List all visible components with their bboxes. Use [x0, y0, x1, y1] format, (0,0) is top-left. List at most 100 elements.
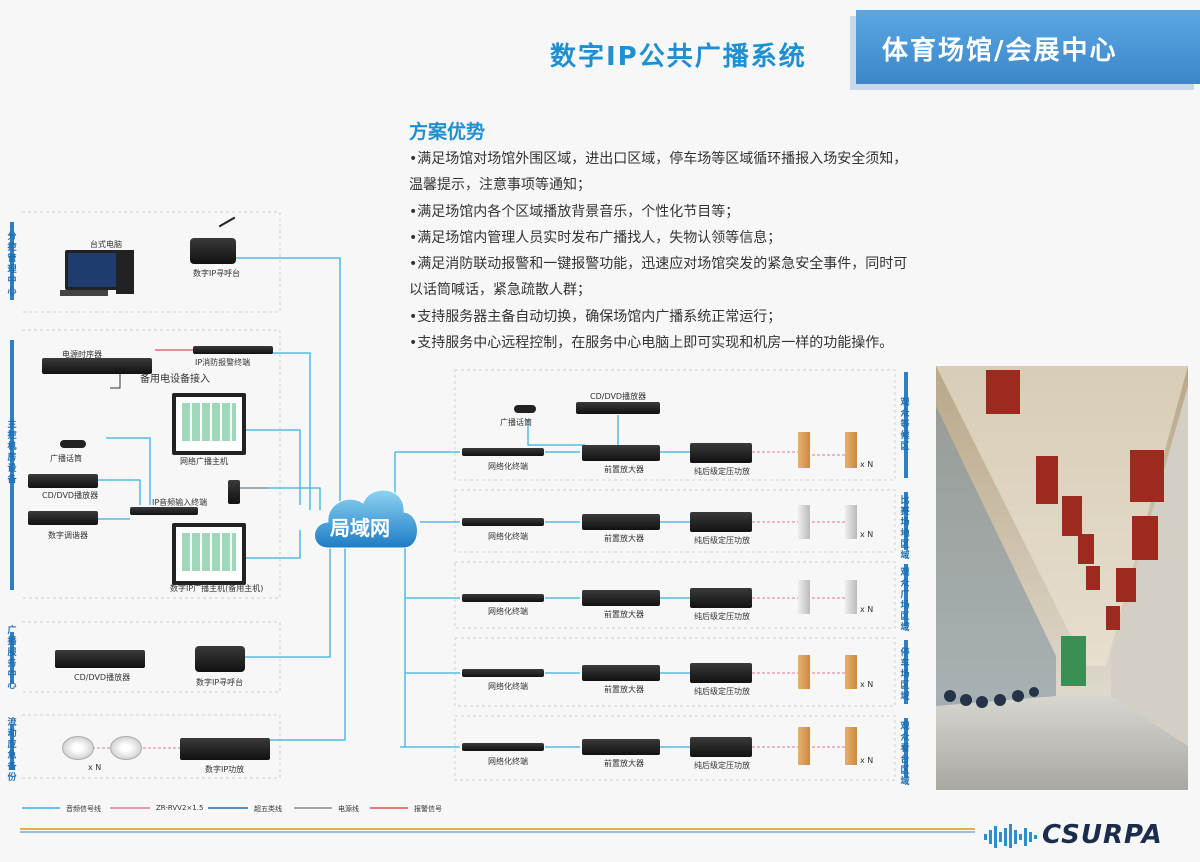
column-speaker-icon: [845, 432, 857, 468]
power-amp-icon: [690, 737, 752, 757]
column-speaker-icon: [845, 505, 857, 539]
venue-photo: [936, 366, 1188, 790]
dvd-player-icon: [28, 474, 98, 488]
ip-audio-in-label: IP音频输入终端: [152, 498, 208, 507]
ceiling-speaker-icon: [62, 736, 94, 760]
column-speaker-icon: [798, 505, 810, 539]
cloud-shape: [314, 489, 418, 549]
speaker-count: x N: [860, 530, 874, 539]
advantage-line: •满足场馆对场馆外围区域，进出口区域，停车场等区域循环播报入场安全须知，: [409, 151, 908, 167]
preamp-label: 前置放大器: [604, 759, 644, 768]
group-label-service: 广播服务中心: [7, 626, 17, 691]
preamp-label: 前置放大器: [604, 465, 644, 474]
zone-mic-label: 广播话筒: [500, 418, 532, 427]
ip-paging-label: 数字IP寻呼台: [193, 269, 241, 278]
power-sequencer-icon: [42, 358, 152, 374]
preamp-icon: [582, 514, 660, 530]
power-amp-label: 纯后级定压功放: [694, 612, 750, 621]
desktop-pc-label: 台式电脑: [90, 240, 122, 249]
advantage-line: •支持服务器主备自动切换，确保场馆内广播系统正常运行；: [409, 308, 782, 325]
scene-title: 体育场馆/会展中心: [882, 36, 1118, 66]
system-title: 数字IP公共广播系统: [550, 42, 807, 72]
paging-console-icon: [190, 238, 236, 264]
legend-alarm: 报警信号: [414, 805, 442, 813]
ip-audio-input-icon: [130, 507, 198, 515]
legend-cable: ZR-RVV2×1.5: [156, 804, 204, 812]
legend-audio: 音频信号线: [66, 805, 101, 813]
fire-terminal-icon: [193, 346, 273, 354]
legend-cat5: 超五类线: [254, 805, 282, 813]
speaker-count: x N: [860, 605, 874, 614]
speaker-count: x N: [860, 756, 874, 765]
preamp-icon: [582, 665, 660, 681]
power-amp-icon: [690, 663, 752, 683]
preamp-icon: [582, 739, 660, 755]
lan-cloud-icon: 局域网: [308, 478, 423, 560]
backup-host-label: 数字IP广播主机(备用主机): [170, 584, 264, 593]
photo-illustration: [936, 366, 1188, 790]
power-amp-label: 纯后级定压功放: [694, 687, 750, 696]
speaker-count-label: x N: [88, 763, 102, 772]
preamp-icon: [582, 590, 660, 606]
lan-label: 局域网: [330, 516, 390, 540]
preamp-label: 前置放大器: [604, 610, 644, 619]
preamp-label: 前置放大器: [604, 685, 644, 694]
brand-logo: CSURPA: [984, 818, 1194, 852]
net-terminal-label: 网络化终端: [488, 757, 528, 766]
dvd-player-icon: [576, 402, 660, 414]
ceiling-speaker-icon: [110, 736, 142, 760]
advantage-line: •支持服务中心远程控制，在服务中心电脑上即可实现和机房一样的功能操作。: [409, 335, 894, 352]
ip-amp-label: 数字IP功放: [205, 765, 245, 774]
net-terminal-label: 网络化终端: [488, 462, 528, 471]
backup-host-icon: [172, 523, 246, 585]
main-host-label: 网络广播主机: [180, 457, 228, 466]
zone-dvd-label: CD/DVD播放器: [590, 392, 647, 401]
preamp-label: 前置放大器: [604, 534, 644, 543]
net-terminal-icon: [462, 518, 544, 526]
fire-terminal-label: IP消防报警终端: [195, 358, 251, 367]
column-speaker-icon: [845, 655, 857, 689]
dvd-label-1: CD/DVD播放器: [42, 491, 99, 500]
ip-amplifier-icon: [180, 738, 270, 760]
zone-label-field: 比赛场地区域: [900, 496, 910, 561]
column-speaker-icon: [798, 727, 810, 765]
dvd-label-2: CD/DVD播放器: [74, 673, 131, 682]
tuner-icon: [28, 511, 98, 525]
main-host-icon: [172, 393, 246, 455]
microphone-icon: [60, 440, 86, 448]
legend-power: 电源线: [338, 805, 359, 813]
column-speaker-icon: [798, 580, 810, 614]
power-amp-label: 纯后级定压功放: [694, 761, 750, 770]
alarm-box-icon: [228, 480, 240, 504]
pc-tower-icon: [116, 250, 134, 294]
group-label-branch: 分控管理中心: [7, 232, 17, 297]
group-label-main-room: 主控机房设备: [7, 420, 17, 485]
power-seq-label: 电源时序器: [62, 350, 102, 359]
advantages-list: •满足场馆对场馆外围区域，进出口区域，停车场等区域循环播报入场安全须知， 温馨提…: [409, 146, 969, 356]
preamp-icon: [582, 445, 660, 461]
power-amp-icon: [690, 512, 752, 532]
net-terminal-icon: [462, 594, 544, 602]
advantage-line: 以话筒喊话，紧急疏散人群；: [409, 282, 591, 299]
net-terminal-icon: [462, 669, 544, 677]
advantage-line: 温馨提示，注意事项等通知；: [409, 177, 591, 194]
column-speaker-icon: [798, 432, 810, 468]
speaker-count: x N: [860, 680, 874, 689]
keyboard-icon: [60, 290, 108, 296]
monitor-icon: [65, 250, 119, 290]
soundwave-icon: [984, 824, 1037, 848]
power-amp-label: 纯后级定压功放: [694, 467, 750, 476]
column-speaker-icon: [845, 580, 857, 614]
advantages-heading: 方案优势: [409, 121, 486, 143]
group-label-mobile: 流动应急备份: [7, 718, 17, 783]
column-speaker-icon: [845, 727, 857, 765]
advantage-line: •满足场馆内管理人员实时发布广播找人，失物认领等信息；: [409, 229, 782, 246]
net-terminal-label: 网络化终端: [488, 532, 528, 541]
advantage-line: •满足消防联动报警和一键报警功能，迅速应对场馆突发的紧急安全事件，同时可: [409, 256, 908, 273]
scene-title-box: 体育场馆/会展中心: [856, 10, 1200, 84]
net-terminal-label: 网络化终端: [488, 682, 528, 691]
zone-label-parking: 停车场区域: [900, 648, 910, 702]
ip-paging-label-2: 数字IP寻呼台: [196, 678, 244, 687]
zone-label-stands: 观众看台区域: [900, 722, 910, 787]
